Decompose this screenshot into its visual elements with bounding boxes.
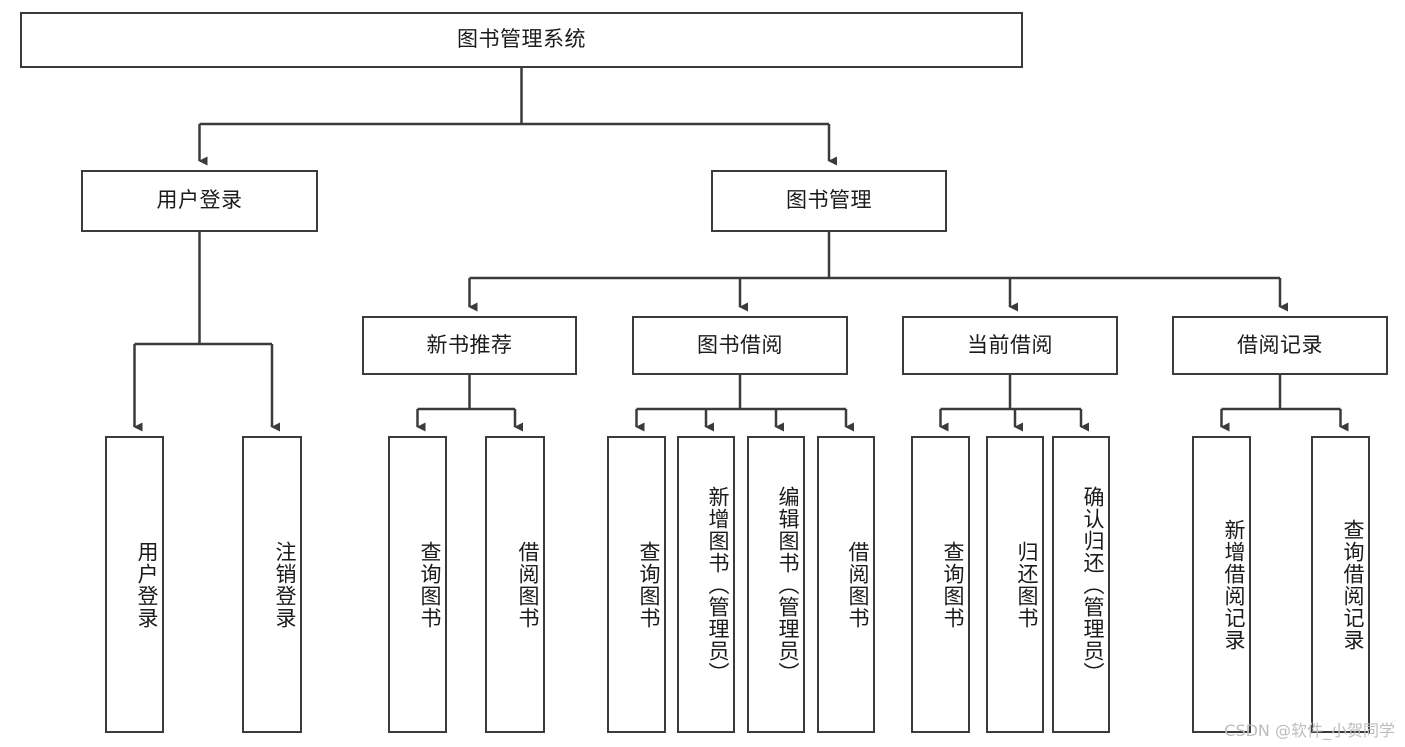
node-label: 图书管理 — [786, 188, 872, 213]
node-current[interactable]: 当前借阅 — [902, 316, 1118, 375]
node-label: 新增借阅记录 — [1222, 518, 1246, 651]
node-label: 借阅记录 — [1237, 332, 1323, 357]
node-label: 确认归还（管理员） — [1081, 485, 1105, 684]
node-label: 注销登录 — [273, 540, 297, 629]
node-leaf-3[interactable]: 查询图书 — [388, 436, 447, 733]
node-leaf-4[interactable]: 借阅图书 — [485, 436, 545, 733]
node-label: 新增图书（管理员） — [706, 485, 730, 684]
node-label: 查询图书 — [637, 540, 661, 629]
node-label: 归还图书 — [1015, 540, 1039, 629]
node-label: 新书推荐 — [426, 332, 513, 357]
node-leaf-12[interactable]: 新增借阅记录 — [1192, 436, 1251, 733]
node-login[interactable]: 用户登录 — [81, 170, 318, 232]
node-leaf-1[interactable]: 用户登录 — [105, 436, 164, 733]
node-newbook[interactable]: 新书推荐 — [362, 316, 577, 375]
node-label: 用户登录 — [156, 188, 243, 213]
node-leaf-7[interactable]: 编辑图书（管理员） — [747, 436, 805, 733]
watermark-label: CSDN @软件_小贺同学 — [1224, 721, 1395, 740]
node-leaf-13[interactable]: 查询借阅记录 — [1311, 436, 1370, 733]
node-leaf-8[interactable]: 借阅图书 — [817, 436, 875, 733]
node-leaf-5[interactable]: 查询图书 — [607, 436, 666, 733]
node-label: 借阅图书 — [846, 540, 870, 629]
node-leaf-2[interactable]: 注销登录 — [242, 436, 302, 733]
node-label: 查询借阅记录 — [1341, 518, 1365, 651]
node-label: 借阅图书 — [516, 540, 540, 629]
node-records[interactable]: 借阅记录 — [1172, 316, 1388, 375]
node-label: 查询图书 — [941, 540, 965, 629]
node-leaf-10[interactable]: 归还图书 — [986, 436, 1044, 733]
node-label: 查询图书 — [418, 540, 442, 629]
node-leaf-6[interactable]: 新增图书（管理员） — [677, 436, 735, 733]
node-label: 编辑图书（管理员） — [776, 485, 800, 684]
node-label: 图书借阅 — [697, 332, 783, 357]
node-leaf-11[interactable]: 确认归还（管理员） — [1052, 436, 1110, 733]
node-borrow[interactable]: 图书借阅 — [632, 316, 848, 375]
node-label: 用户登录 — [135, 540, 159, 629]
node-label: 当前借阅 — [967, 332, 1053, 357]
node-bookmgmt[interactable]: 图书管理 — [711, 170, 947, 232]
node-leaf-9[interactable]: 查询图书 — [911, 436, 970, 733]
node-root[interactable]: 图书管理系统 — [20, 12, 1023, 68]
node-label: 图书管理系统 — [457, 27, 586, 52]
